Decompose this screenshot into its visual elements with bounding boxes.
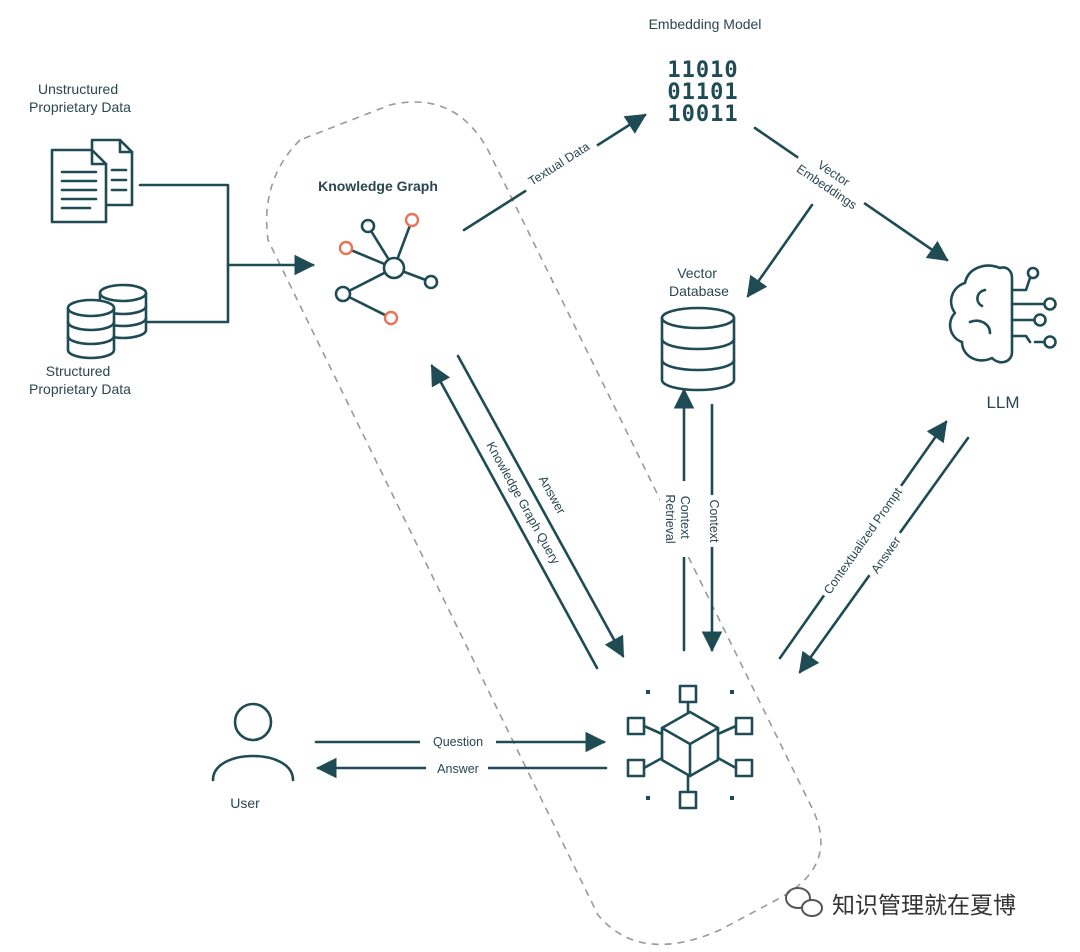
unstructured-data-label: Unstructured Proprietary Data bbox=[29, 81, 131, 115]
watermark-text: 知识管理就在夏博 bbox=[832, 893, 1016, 919]
knowledge-graph-icon bbox=[334, 212, 439, 326]
question-label: Question bbox=[433, 735, 483, 749]
documents-icon bbox=[50, 138, 134, 224]
vector-database-icon bbox=[660, 306, 736, 392]
kg-query-arrow bbox=[430, 364, 599, 670]
binary-line-3: 10011 bbox=[667, 102, 738, 127]
context-retrieval-label: Context Retrieval bbox=[663, 494, 692, 543]
knowledge-graph-region bbox=[265, 101, 822, 946]
structured-data-label: Structured Proprietary Data bbox=[29, 363, 131, 397]
context-retrieval-line-2: Retrieval bbox=[663, 494, 677, 543]
context-retrieval-line-1: Context bbox=[678, 496, 692, 540]
embedding-model-label: Embedding Model bbox=[649, 16, 762, 32]
answer-user-label: Answer bbox=[437, 762, 479, 776]
textual-data-label: Textual Data bbox=[526, 139, 592, 188]
binary-icon: 11010 01101 10011 bbox=[667, 58, 738, 127]
binary-line-2: 01101 bbox=[667, 80, 738, 105]
orchestrator-cube-icon bbox=[626, 684, 754, 810]
knowledge-graph-label: Knowledge Graph bbox=[318, 178, 438, 194]
wechat-logo-icon bbox=[785, 887, 823, 917]
brain-icon bbox=[948, 264, 1057, 364]
embedding-to-vector-db-arrow bbox=[746, 203, 814, 298]
vector-database-label: Vector Database bbox=[669, 265, 729, 299]
llm-label: LLM bbox=[986, 393, 1019, 412]
structured-line-1: Structured bbox=[46, 363, 111, 379]
vector-db-line-1: Vector bbox=[677, 265, 717, 281]
databases-icon bbox=[66, 283, 148, 360]
context-label: Context bbox=[707, 499, 721, 543]
structured-line-2: Proprietary Data bbox=[29, 381, 131, 397]
binary-line-1: 11010 bbox=[667, 58, 738, 83]
answer-from-kg-arrow bbox=[456, 354, 625, 658]
unstructured-line-1: Unstructured bbox=[38, 81, 118, 97]
sources-connector bbox=[138, 183, 316, 324]
unstructured-line-2: Proprietary Data bbox=[29, 99, 131, 115]
user-label: User bbox=[230, 795, 260, 811]
user-icon bbox=[211, 702, 295, 782]
vector-db-line-2: Database bbox=[669, 283, 729, 299]
